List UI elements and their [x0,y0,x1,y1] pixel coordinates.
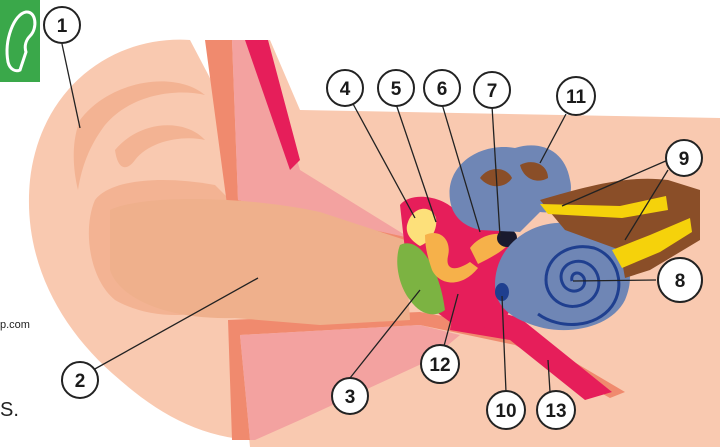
callout-label: 11 [566,87,587,108]
callout-13: 13 [537,391,575,429]
callout-label: 8 [675,271,686,292]
callout-3: 3 [332,378,368,414]
callout-10: 10 [487,391,525,429]
callout-6: 6 [424,70,460,106]
callout-label: 13 [545,401,566,422]
callout-label: 12 [429,355,450,376]
callout-label: 1 [57,16,68,37]
callout-label: 2 [75,371,86,392]
callout-label: 3 [345,387,356,408]
callout-label: 4 [340,79,351,100]
callout-9: 9 [666,140,702,176]
callout-label: 5 [391,79,402,100]
callout-label: 6 [437,79,448,100]
watermark-fragment: p.com [0,319,30,331]
callout-label: 9 [679,149,690,170]
callout-12: 12 [421,345,459,383]
callout-8: 8 [658,258,702,302]
callout-7: 7 [474,72,510,108]
callout-2: 2 [62,362,98,398]
logo-tile [0,0,40,82]
callout-label: 7 [487,81,498,102]
callout-11: 11 [557,77,595,115]
callout-5: 5 [378,70,414,106]
callout-4: 4 [327,70,363,106]
callout-label: 10 [495,401,516,422]
bottom-edge-fragment: S. [0,399,19,421]
callout-1: 1 [44,7,80,43]
